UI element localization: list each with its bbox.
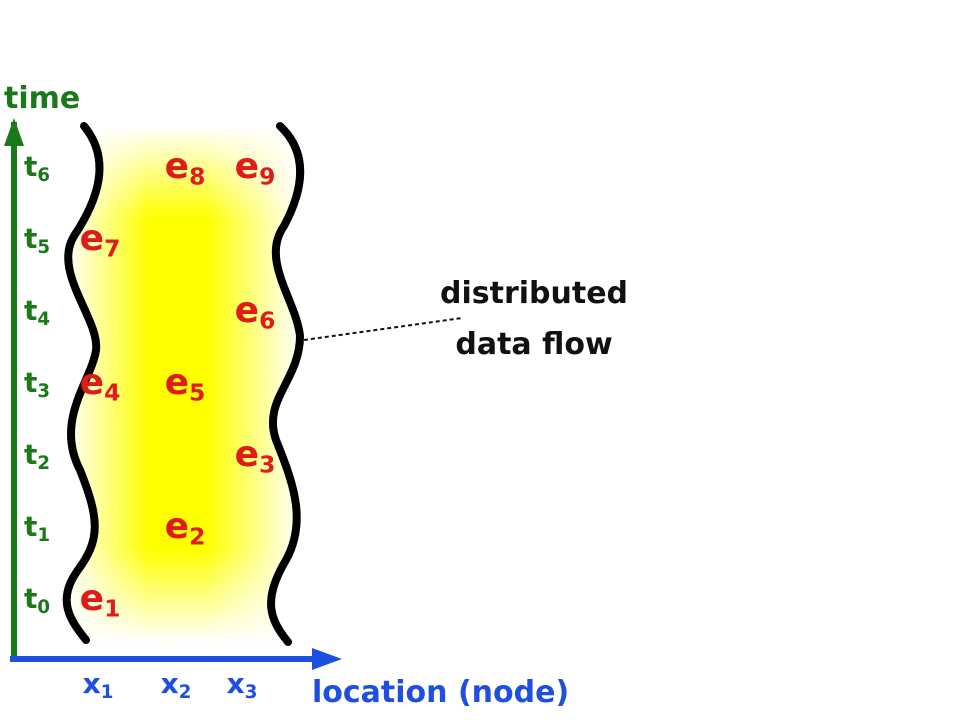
event-e8-subscript: 8 xyxy=(189,163,205,191)
location-axis-title: location (node) xyxy=(312,675,569,710)
time-tick-t0-subscript: 0 xyxy=(37,597,50,618)
event-e9-base: e xyxy=(235,146,259,187)
annotation-line-2: data flow xyxy=(455,327,612,362)
time-tick-t1: t1 xyxy=(24,510,50,546)
event-e2-base: e xyxy=(165,506,189,547)
event-e2: e2 xyxy=(165,506,206,551)
event-e8-base: e xyxy=(165,146,189,187)
location-tick-x1: x1 xyxy=(83,667,114,703)
time-tick-t5: t5 xyxy=(24,222,50,258)
time-tick-t6: t6 xyxy=(24,150,50,186)
location-tick-x1-subscript: 1 xyxy=(101,682,114,703)
time-tick-t1-base: t xyxy=(24,510,37,543)
time-tick-t2-subscript: 2 xyxy=(37,453,50,474)
time-tick-t4-base: t xyxy=(24,294,37,327)
time-tick-t4-subscript: 4 xyxy=(37,309,50,330)
event-e7-subscript: 7 xyxy=(104,235,120,263)
event-e6-subscript: 6 xyxy=(259,307,275,335)
event-e9-subscript: 9 xyxy=(259,163,275,191)
event-e1: e1 xyxy=(80,578,121,623)
event-e2-subscript: 2 xyxy=(189,523,205,551)
location-tick-x2: x2 xyxy=(161,667,192,703)
location-axis-arrowhead xyxy=(312,648,342,670)
event-e6: e6 xyxy=(235,290,276,335)
time-tick-t3-base: t xyxy=(24,366,37,399)
location-tick-x3: x3 xyxy=(227,667,258,703)
time-tick-t0: t0 xyxy=(24,582,50,618)
time-tick-t2: t2 xyxy=(24,438,50,474)
time-tick-t3: t3 xyxy=(24,366,50,402)
time-tick-t0-base: t xyxy=(24,582,37,615)
time-tick-t5-subscript: 5 xyxy=(37,237,50,258)
event-e8: e8 xyxy=(165,146,206,191)
time-tick-t1-subscript: 1 xyxy=(37,525,50,546)
time-tick-t2-base: t xyxy=(24,438,37,471)
event-e6-base: e xyxy=(235,290,259,331)
time-tick-t3-subscript: 3 xyxy=(37,381,50,402)
event-e9: e9 xyxy=(235,146,276,191)
event-e3-subscript: 3 xyxy=(259,451,275,479)
location-tick-x1-base: x xyxy=(83,667,101,700)
right-wavy-boundary xyxy=(267,122,305,646)
event-e4-base: e xyxy=(80,362,104,403)
location-tick-x3-base: x xyxy=(227,667,245,700)
event-e7: e7 xyxy=(80,218,121,263)
event-e4: e4 xyxy=(80,362,121,407)
event-e4-subscript: 4 xyxy=(104,379,120,407)
time-tick-t6-subscript: 6 xyxy=(37,165,50,186)
time-axis-arrowhead xyxy=(4,118,24,146)
event-e3-base: e xyxy=(235,434,259,475)
annotation-line-1: distributed xyxy=(440,276,628,311)
event-e1-subscript: 1 xyxy=(104,595,120,623)
event-e5: e5 xyxy=(165,362,206,407)
location-tick-x3-subscript: 3 xyxy=(245,682,258,703)
event-e7-base: e xyxy=(80,218,104,259)
time-tick-t6-base: t xyxy=(24,150,37,183)
event-e5-subscript: 5 xyxy=(189,379,205,407)
time-tick-t5-base: t xyxy=(24,222,37,255)
time-axis-title: time xyxy=(4,81,80,116)
event-e3: e3 xyxy=(235,434,276,479)
event-e1-base: e xyxy=(80,578,104,619)
event-e5-base: e xyxy=(165,362,189,403)
time-tick-t4: t4 xyxy=(24,294,50,330)
location-tick-x2-base: x xyxy=(161,667,179,700)
annotation-leader-line xyxy=(303,317,463,341)
data-flow-region-fade xyxy=(66,126,301,642)
left-wavy-boundary xyxy=(62,122,104,644)
location-tick-x2-subscript: 2 xyxy=(179,682,192,703)
